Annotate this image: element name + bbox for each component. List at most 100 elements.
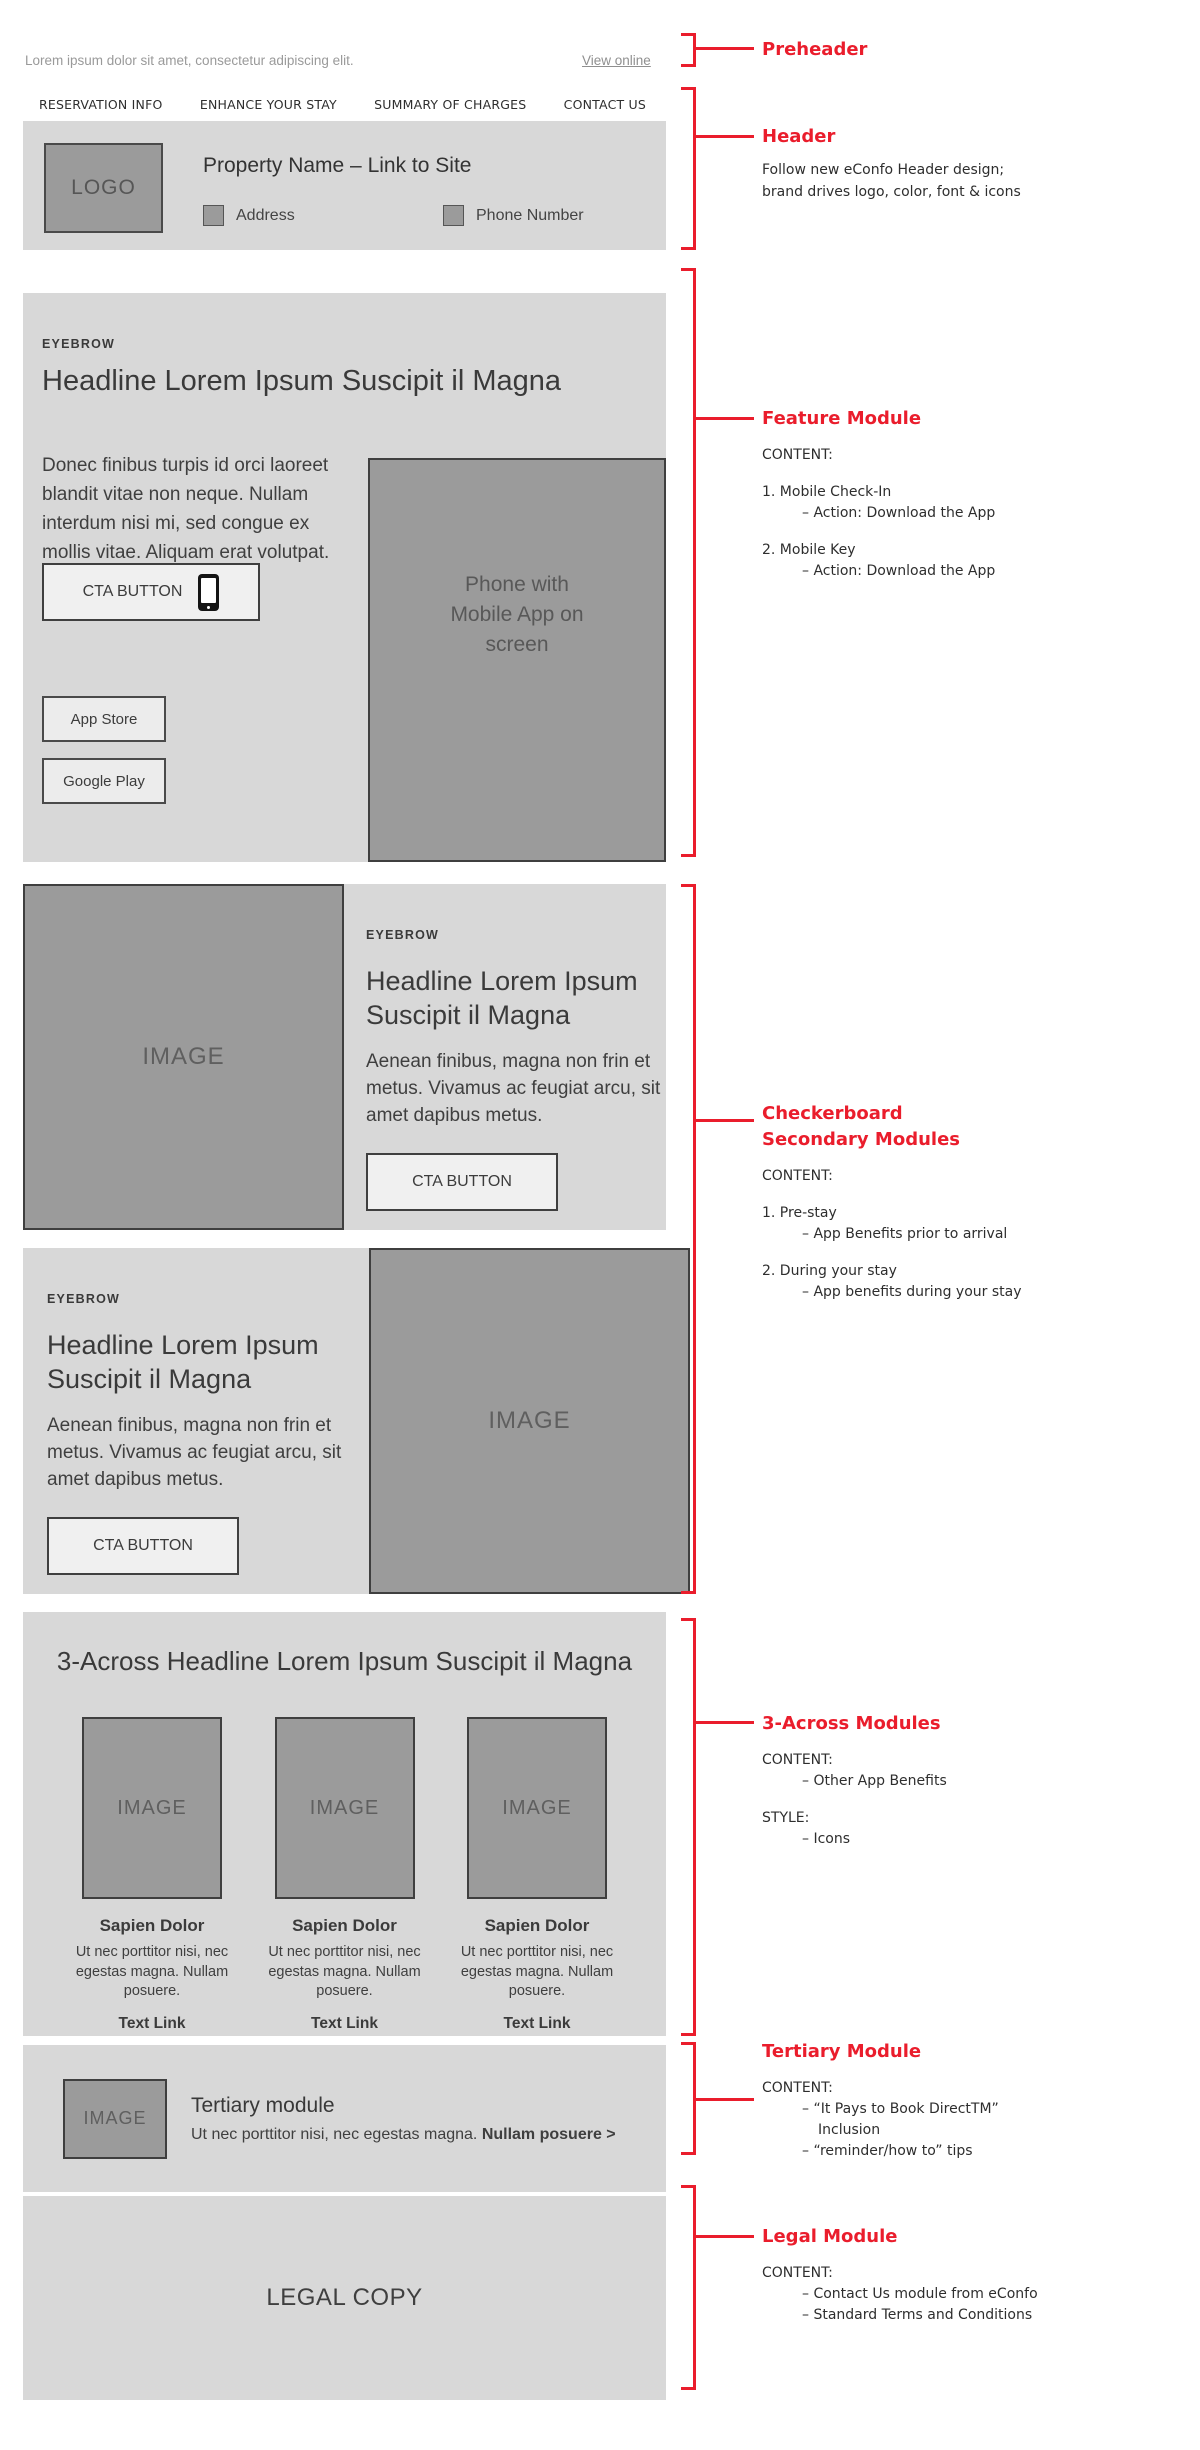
feature-eyebrow: EYEBROW: [42, 337, 115, 351]
preheader-text: Lorem ipsum dolor sit amet, consectetur …: [25, 53, 354, 68]
column-3-body: Ut nec porttitor nisi, nec egestas magna…: [460, 1944, 614, 1999]
annotation-three-across-style-heading: STYLE:: [762, 1810, 810, 1826]
three-across-column-2: IMAGE Sapien Dolor Ut nec porttitor nisi…: [250, 1717, 440, 2033]
annotation-feature-item: – Action: Download the App: [802, 563, 996, 579]
annotation-feature-label: Feature Module: [762, 408, 922, 429]
feature-image-caption: Phone with Mobile App on screen: [450, 573, 584, 656]
annotation-feature-item: 2. Mobile Key: [762, 542, 856, 558]
column-3-title: Sapien Dolor: [484, 1916, 590, 1935]
three-across-row: IMAGE Sapien Dolor Ut nec porttitor nisi…: [23, 1717, 666, 2033]
phone-group: Phone Number: [443, 205, 584, 226]
column-3-text-link[interactable]: Text Link: [503, 2014, 571, 2032]
mobile-phone-icon: [198, 573, 220, 611]
top-nav: RESERVATION INFO ENHANCE YOUR STAY SUMMA…: [39, 97, 646, 112]
feature-image-placeholder: Phone with Mobile App on screen: [368, 458, 666, 862]
checkerboard-1-text: EYEBROW Headline Lorem Ipsum Suscipit il…: [344, 884, 692, 1230]
annotation-preheader: Preheader: [762, 37, 1132, 63]
checkerboard-2-body: Aenean finibus, magna non frin et metus.…: [47, 1415, 342, 1490]
annotation-tertiary: Tertiary Module CONTENT: – “It Pays to B…: [762, 2039, 1132, 2162]
checkerboard-1-body: Aenean finibus, magna non frin et metus.…: [366, 1051, 661, 1126]
tertiary-link[interactable]: Nullam posuere >: [481, 2125, 616, 2143]
annotation-legal-item: – Contact Us module from eConfo: [802, 2286, 1038, 2302]
three-across-column-1: IMAGE Sapien Dolor Ut nec porttitor nisi…: [57, 1717, 247, 2033]
phone-number-label: Phone Number: [476, 206, 584, 224]
annotation-legal-item: – Standard Terms and Conditions: [802, 2307, 1033, 2323]
annotation-tertiary-label: Tertiary Module: [762, 2041, 922, 2062]
column-1-image-placeholder: IMAGE: [82, 1717, 222, 1899]
nav-item-summary-of-charges[interactable]: SUMMARY OF CHARGES: [374, 97, 527, 112]
three-across-module: 3-Across Headline Lorem Ipsum Suscipit i…: [23, 1612, 666, 2036]
annotation-three-across-style-item: – Icons: [802, 1831, 851, 1847]
column-2-text-link[interactable]: Text Link: [311, 2014, 378, 2032]
annotation-checkerboard: Checkerboard Secondary Modules CONTENT: …: [762, 1101, 1132, 1303]
annotation-three-across-item: – Other App Benefits: [802, 1773, 947, 1789]
address-icon: [203, 205, 224, 226]
address-label: Address: [236, 206, 295, 224]
annotation-legal-label: Legal Module: [762, 2226, 898, 2247]
annotation-three-across: 3-Across Modules CONTENT: – Other App Be…: [762, 1711, 1132, 1850]
legal-module: LEGAL COPY: [23, 2196, 666, 2400]
feature-bracket: [681, 268, 696, 857]
checkerboard-2-text: EYEBROW Headline Lorem Ipsum Suscipit il…: [23, 1248, 369, 1594]
feature-cta-button[interactable]: CTA BUTTON: [42, 563, 260, 621]
feature-body: Donec finibus turpis id orci laoreet bla…: [42, 455, 330, 563]
checkerboard-1-eyebrow: EYEBROW: [366, 928, 439, 942]
tertiary-bracket: [681, 2042, 696, 2155]
annotation-feature-item: – Action: Download the App: [802, 505, 996, 521]
column-1-body: Ut nec porttitor nisi, nec egestas magna…: [75, 1944, 229, 1999]
tertiary-title: Tertiary module: [191, 2093, 335, 2117]
header-leader-line: [696, 135, 754, 138]
column-2-image-placeholder: IMAGE: [274, 1717, 415, 1899]
annotation-three-across-content-heading: CONTENT:: [762, 1752, 833, 1768]
annotation-three-across-label: 3-Across Modules: [762, 1713, 941, 1734]
annotation-tertiary-item: Inclusion: [818, 2122, 881, 2138]
annotation-feature: Feature Module CONTENT: 1. Mobile Check-…: [762, 406, 1132, 582]
annotation-checkerboard-label: Checkerboard Secondary Modules: [762, 1103, 960, 1150]
checkerboard-1-image-placeholder: IMAGE: [23, 884, 344, 1230]
checkerboard-1-cta-button[interactable]: CTA BUTTON: [366, 1153, 558, 1211]
annotation-legal: Legal Module CONTENT: – Contact Us modul…: [762, 2224, 1132, 2326]
checkerboard-module-1: IMAGE EYEBROW Headline Lorem Ipsum Susci…: [23, 884, 666, 1230]
annotation-tertiary-item: – “reminder/how to” tips: [802, 2143, 973, 2159]
annotation-legal-content-heading: CONTENT:: [762, 2265, 833, 2281]
feature-cta-label: CTA BUTTON: [82, 583, 183, 600]
app-store-button[interactable]: App Store: [42, 696, 166, 742]
annotation-preheader-label: Preheader: [762, 39, 868, 60]
checkerboard-leader-line: [696, 1119, 754, 1122]
annotation-checkerboard-item: – App benefits during your stay: [802, 1284, 1022, 1300]
google-play-button[interactable]: Google Play: [42, 758, 166, 804]
tertiary-image-placeholder: IMAGE: [63, 2078, 167, 2159]
checkerboard-module-2: EYEBROW Headline Lorem Ipsum Suscipit il…: [23, 1248, 690, 1594]
checkerboard-2-headline: Headline Lorem Ipsum Suscipit il Magna: [47, 1330, 319, 1394]
annotation-checkerboard-item: – App Benefits prior to arrival: [802, 1226, 1008, 1242]
checkerboard-2-eyebrow: EYEBROW: [47, 1292, 120, 1306]
annotation-header: Header Follow new eConfo Header design; …: [762, 124, 1132, 203]
three-across-bracket: [681, 1618, 696, 2036]
property-name-link[interactable]: Property Name – Link to Site: [203, 154, 472, 177]
annotation-checkerboard-content-heading: CONTENT:: [762, 1168, 833, 1184]
tertiary-text: Tertiary module Ut nec porttitor nisi, n…: [191, 2094, 616, 2144]
phone-icon-placeholder: [443, 205, 464, 226]
tertiary-leader-line: [696, 2098, 754, 2101]
nav-item-reservation-info[interactable]: RESERVATION INFO: [39, 97, 163, 112]
nav-item-enhance-your-stay[interactable]: ENHANCE YOUR STAY: [199, 97, 337, 112]
legal-bracket: [681, 2185, 696, 2390]
checkerboard-2-image-placeholder: IMAGE: [369, 1248, 690, 1594]
view-online-link[interactable]: View online: [582, 53, 651, 68]
annotation-feature-item: 1. Mobile Check-In: [762, 484, 892, 500]
column-1-text-link[interactable]: Text Link: [118, 2014, 186, 2032]
preheader-leader-line: [696, 47, 754, 50]
nav-item-contact-us[interactable]: CONTACT US: [563, 97, 646, 112]
annotation-checkerboard-item: 1. Pre-stay: [762, 1205, 837, 1221]
logo-placeholder: LOGO: [44, 143, 163, 233]
column-2-title: Sapien Dolor: [292, 1916, 397, 1935]
annotation-checkerboard-item: 2. During your stay: [762, 1263, 897, 1279]
feature-leader-line: [696, 417, 754, 420]
checkerboard-2-cta-button[interactable]: CTA BUTTON: [47, 1517, 239, 1575]
address-group: Address: [203, 205, 295, 226]
header-bracket: [681, 87, 696, 250]
preheader-bracket: [681, 33, 696, 67]
legal-leader-line: [696, 2235, 754, 2238]
annotation-feature-content-heading: CONTENT:: [762, 447, 833, 463]
